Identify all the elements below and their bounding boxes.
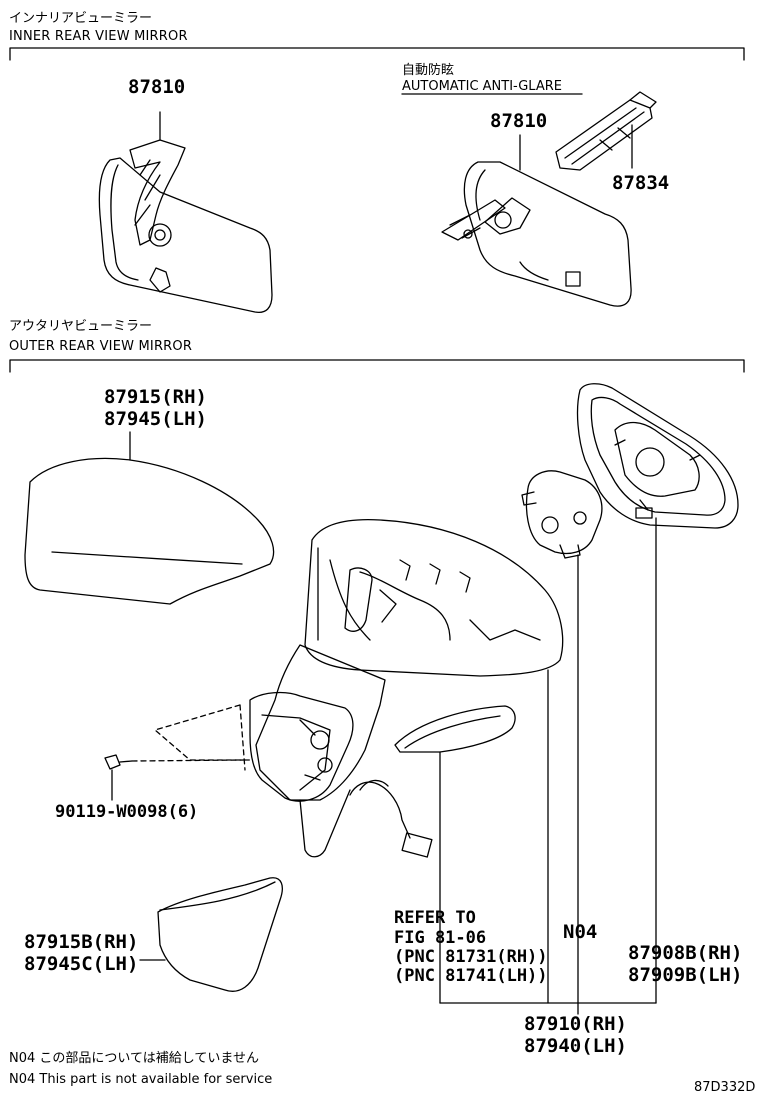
mirror-cover-drawing (24, 431, 275, 605)
refer-to-line-3: (PNC 81731(RH)) (394, 947, 548, 967)
part-number-assembly-rh: 87910(RH) (524, 1013, 627, 1035)
part-number-cover-lh: 87945(LH) (104, 408, 207, 430)
footnote-en: N04 This part is not available for servi… (9, 1072, 273, 1087)
part-number-lower-cover-rh: 87915B(RH) (24, 931, 139, 953)
auto-antiglare-label-jp: 自動防眩 (402, 63, 455, 78)
mirror-actuator-drawing (521, 470, 603, 1004)
outer-section-title-en: OUTER REAR VIEW MIRROR (9, 339, 193, 354)
outer-section-title-jp: アウタリヤビューミラー (9, 319, 153, 334)
part-number-mirror-bracket: 87834 (612, 172, 670, 194)
outer-mirror-body-drawing (104, 518, 564, 858)
turn-signal-lamp-drawing (394, 705, 516, 1004)
mirror-base-cover-drawing (139, 877, 283, 992)
inner-section-bracket (9, 47, 745, 61)
refer-to-line-2: FIG 81-06 (394, 928, 487, 948)
part-number-glass-lh: 87909B(LH) (628, 964, 743, 986)
inner-section-title-en: INNER REAR VIEW MIRROR (9, 29, 188, 44)
part-number-auto-mirror: 87810 (490, 110, 548, 132)
figure-code: 87D332D (694, 1080, 756, 1095)
auto-antiglare-label-en: AUTOMATIC ANTI-GLARE (402, 79, 562, 94)
auto-antiglare-mirror-drawing (401, 91, 657, 307)
part-number-glass-rh: 87908B(RH) (628, 942, 743, 964)
footnote-jp: N04 この部品については補給していません (9, 1051, 259, 1066)
inner-mirror-drawing (98, 111, 273, 314)
part-number-screw: 90119-W0098(6) (55, 802, 199, 822)
part-number-assembly-lh: 87940(LH) (524, 1035, 627, 1057)
inner-section-title-jp: インナリアビューミラー (9, 11, 153, 26)
part-number-lower-cover-lh: 87945C(LH) (24, 953, 139, 975)
outer-section-bracket (9, 359, 745, 373)
n04-marker: N04 (563, 921, 598, 943)
mirror-glass-drawing (576, 383, 739, 1004)
refer-to-line-1: REFER TO (394, 908, 476, 928)
part-number-cover-rh: 87915(RH) (104, 386, 207, 408)
assembly-lead-lines (439, 669, 657, 1015)
refer-to-line-4: (PNC 81741(LH)) (394, 966, 548, 986)
part-number-inner-mirror: 87810 (128, 76, 186, 98)
